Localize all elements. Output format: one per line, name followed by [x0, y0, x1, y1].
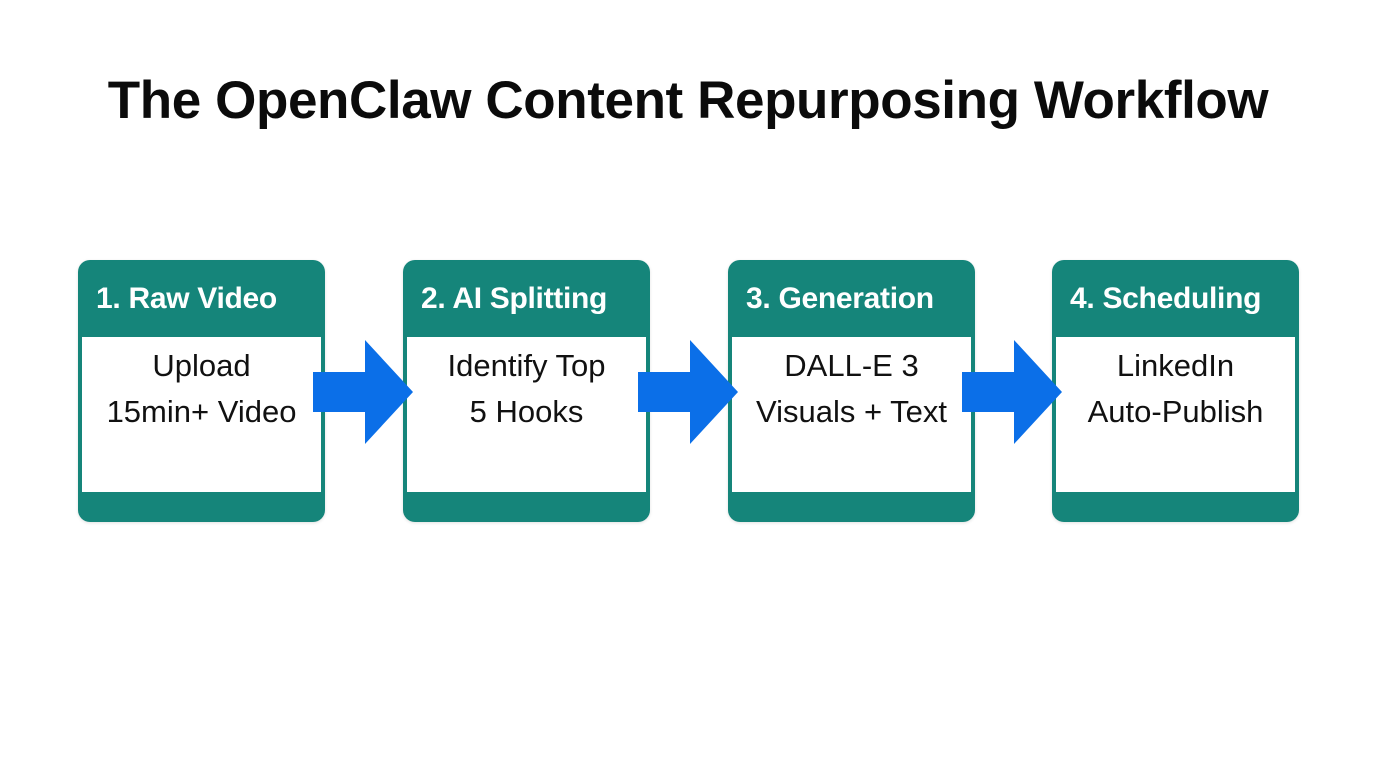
workflow-step-footer-3 [728, 492, 975, 522]
workflow-step-body-line-3a: DALL-E 3 [784, 348, 919, 383]
page-title: The OpenClaw Content Repurposing Workflo… [107, 71, 1269, 130]
workflow-step-body-line-2a: Identify Top [447, 348, 606, 383]
workflow-step-header-label-3: 3. Generation [746, 282, 934, 315]
workflow-step-header-label-1: 1. Raw Video [96, 282, 277, 315]
workflow-step-footer-1 [78, 492, 325, 522]
workflow-step-body-2: Identify Top 5 Hooks [407, 337, 646, 492]
right-arrow-icon [638, 340, 738, 444]
workflow-step-body-line-1a: Upload [152, 348, 251, 383]
workflow-step-header-4: 4. Scheduling [1052, 260, 1299, 337]
workflow-step-body-line-1b: 15min+ Video [106, 394, 297, 429]
right-arrow-icon [313, 340, 413, 444]
workflow-step-card-3[interactable]: 3. Generation DALL-E 3 Visuals + Text [728, 260, 975, 522]
workflow-step-body-4: LinkedIn Auto-Publish [1056, 337, 1295, 492]
right-arrow-icon [962, 340, 1062, 444]
workflow-step-card-4[interactable]: 4. Scheduling LinkedIn Auto-Publish [1052, 260, 1299, 522]
workflow-step-body-line-4a: LinkedIn [1116, 348, 1235, 383]
workflow-step-body-3: DALL-E 3 Visuals + Text [732, 337, 971, 492]
workflow-step-card-2[interactable]: 2. AI Splitting Identify Top 5 Hooks [403, 260, 650, 522]
workflow-step-header-3: 3. Generation [728, 260, 975, 337]
workflow-step-footer-2 [403, 492, 650, 522]
workflow-step-body-line-2b: 5 Hooks [469, 394, 584, 429]
workflow-step-header-label-2: 2. AI Splitting [421, 282, 608, 315]
workflow-step-footer-4 [1052, 492, 1299, 522]
workflow-flow: 1. Raw Video Upload 15min+ Video 2. AI S… [78, 260, 1299, 522]
workflow-step-header-label-4: 4. Scheduling [1070, 282, 1262, 315]
workflow-step-body-1: Upload 15min+ Video [82, 337, 321, 492]
workflow-step-card-1[interactable]: 1. Raw Video Upload 15min+ Video [78, 260, 325, 522]
workflow-step-body-line-3b: Visuals + Text [756, 394, 947, 429]
workflow-step-header-1: 1. Raw Video [78, 260, 325, 337]
workflow-step-header-2: 2. AI Splitting [403, 260, 650, 337]
workflow-step-body-line-4b: Auto-Publish [1087, 394, 1264, 429]
